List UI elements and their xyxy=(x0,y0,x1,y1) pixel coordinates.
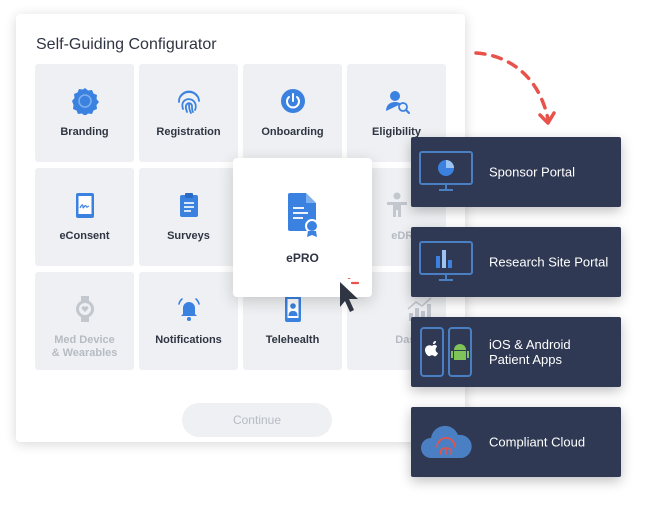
monitor-bars-icon xyxy=(419,241,473,281)
tile-notifications[interactable]: Notifications xyxy=(139,272,238,370)
tile-label: Onboarding xyxy=(261,126,324,138)
smartwatch-icon xyxy=(70,294,100,324)
dashed-arrow-icon xyxy=(474,51,556,125)
tile-label: Branding xyxy=(60,126,109,138)
tile-label: eConsent xyxy=(59,230,110,242)
person-icon xyxy=(382,190,412,220)
panel-research-site-portal[interactable]: Research Site Portal xyxy=(411,227,621,297)
tile-epro-selected[interactable]: ePRO xyxy=(233,158,372,297)
tile-label: Registration xyxy=(156,126,221,138)
tile-label: ePRO xyxy=(286,251,319,265)
tile-onboarding[interactable]: Onboarding xyxy=(243,64,342,162)
tile-registration[interactable]: Registration xyxy=(139,64,238,162)
tile-label: Eligibility xyxy=(372,126,421,138)
tile-branding[interactable]: Branding xyxy=(35,64,134,162)
tile-label: Telehealth xyxy=(265,334,320,346)
mobile-apps-icon xyxy=(420,327,472,377)
panel-sponsor-portal[interactable]: Sponsor Portal xyxy=(411,137,621,207)
panel-compliant-cloud[interactable]: Compliant Cloud xyxy=(411,407,621,477)
panel-label: Compliant Cloud xyxy=(489,434,586,450)
user-search-icon xyxy=(382,86,412,116)
tile-med-device[interactable]: Med Device & Wearables xyxy=(35,272,134,370)
tablet-signature-icon xyxy=(70,190,100,220)
phone-video-icon xyxy=(278,294,308,324)
panel-patient-apps[interactable]: iOS & Android Patient Apps xyxy=(411,317,621,387)
continue-button[interactable]: Continue xyxy=(182,403,332,437)
bell-icon xyxy=(174,294,204,324)
tile-surveys[interactable]: Surveys xyxy=(139,168,238,266)
panel-label: Research Site Portal xyxy=(489,254,609,270)
clipboard-icon xyxy=(174,190,204,220)
cloud-fingerprint-icon xyxy=(421,425,472,458)
fingerprint-icon xyxy=(174,86,204,116)
badge-icon xyxy=(70,86,100,116)
tile-label: Med Device & Wearables xyxy=(51,334,118,359)
tile-label: Notifications xyxy=(155,334,222,346)
document-badge-icon xyxy=(286,192,320,243)
monitor-pie-icon xyxy=(419,151,473,191)
tile-label: Surveys xyxy=(167,230,210,242)
tile-econsent[interactable]: eConsent xyxy=(35,168,134,266)
power-icon xyxy=(278,86,308,116)
panel-label: Sponsor Portal xyxy=(489,164,575,180)
configurator-title: Self-Guiding Configurator xyxy=(36,36,217,53)
bar-chart-icon xyxy=(404,294,434,324)
panel-label: iOS & Android Patient Apps xyxy=(489,337,571,367)
mouse-cursor-icon xyxy=(340,278,360,312)
